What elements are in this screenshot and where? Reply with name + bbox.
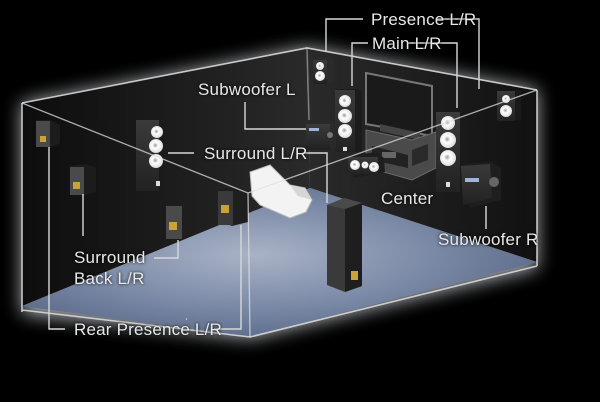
speaker-surround-back-l (70, 164, 96, 196)
speaker-rear-presence-r (218, 187, 248, 226)
speaker-surround-r (327, 198, 362, 292)
label-center: Center (381, 189, 434, 208)
label-presence: Presence L/R (371, 10, 477, 29)
speaker-rear-presence-l (36, 120, 60, 148)
listening-seat (249, 164, 313, 219)
speaker-surround-back-r (166, 203, 193, 239)
speaker-center (348, 152, 385, 178)
speaker-main-r (436, 110, 467, 192)
speaker-presence-l (313, 56, 333, 84)
speaker-subwoofer-r (461, 162, 501, 208)
speaker-main-l (335, 89, 362, 152)
label-surround: Surround L/R (204, 144, 308, 163)
left-wall (22, 48, 310, 306)
label-rear-presence: Rear Presence L/R (74, 320, 222, 339)
speaker-presence-r (497, 90, 521, 121)
speaker-subwoofer-l (306, 121, 336, 150)
label-subwoofer-r: Subwoofer R (438, 230, 539, 249)
floor (22, 188, 537, 337)
label-surround-back-line1: Surround (74, 248, 146, 267)
label-subwoofer-l: Subwoofer L (198, 80, 296, 99)
leader-lines (48, 18, 487, 330)
front-corner-lines (21, 89, 538, 338)
label-surround-back-line2: Back L/R (74, 269, 145, 288)
label-main: Main L/R (372, 34, 442, 53)
